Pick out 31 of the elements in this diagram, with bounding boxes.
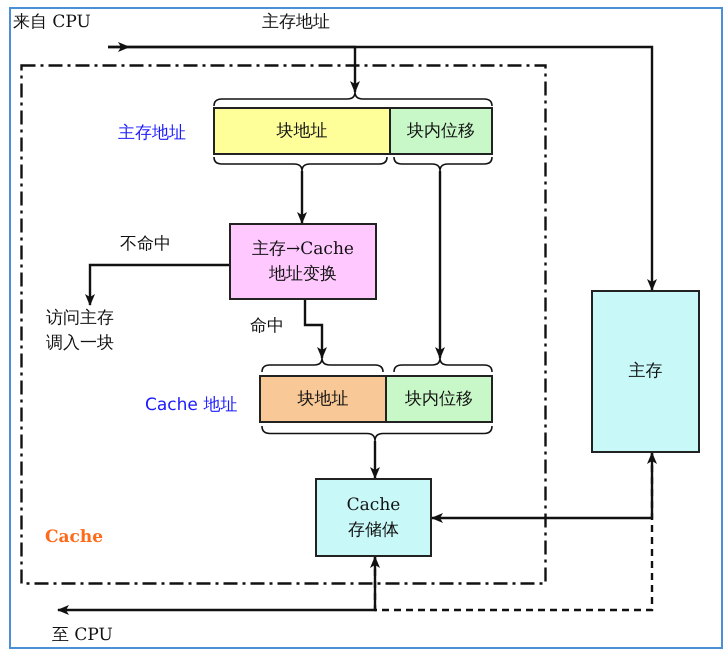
edge-label: 不命中 bbox=[120, 233, 171, 255]
arrow bbox=[57, 556, 380, 615]
curly-brace bbox=[213, 92, 493, 106]
edge-label: 主存地址 bbox=[262, 11, 330, 33]
arrow bbox=[431, 453, 654, 523]
dashed-arrow bbox=[374, 452, 657, 612]
curly-brace bbox=[393, 157, 493, 171]
address-field: 块内位移 bbox=[389, 107, 493, 155]
arrow bbox=[370, 441, 380, 479]
address-field: 块地址 bbox=[259, 375, 387, 423]
arrow bbox=[85, 264, 229, 306]
arrow bbox=[297, 171, 307, 224]
arrow bbox=[435, 171, 445, 359]
edge-label: 命中 bbox=[250, 315, 284, 337]
source-label: 来自 CPU bbox=[13, 10, 108, 47]
destination-label: 至 CPU bbox=[46, 604, 130, 648]
field-caption: Cache 地址 bbox=[145, 394, 238, 416]
curly-brace bbox=[261, 358, 384, 372]
address-field: 块地址 bbox=[213, 107, 391, 155]
curly-brace bbox=[213, 157, 388, 171]
address-field: 块内位移 bbox=[385, 375, 493, 423]
storage-box: Cache 存储体 bbox=[315, 478, 432, 557]
region-title: Cache bbox=[45, 526, 104, 549]
field-caption: 主存地址 bbox=[118, 122, 186, 144]
curly-brace bbox=[393, 358, 493, 372]
process-box: 主存→Cache 地址变换 bbox=[229, 223, 377, 300]
action-text: 访问主存调入一块 bbox=[46, 305, 122, 357]
arrow bbox=[108, 46, 657, 291]
memory-box: 主存 bbox=[591, 290, 700, 453]
arrow bbox=[304, 300, 327, 359]
curly-brace bbox=[261, 426, 493, 441]
